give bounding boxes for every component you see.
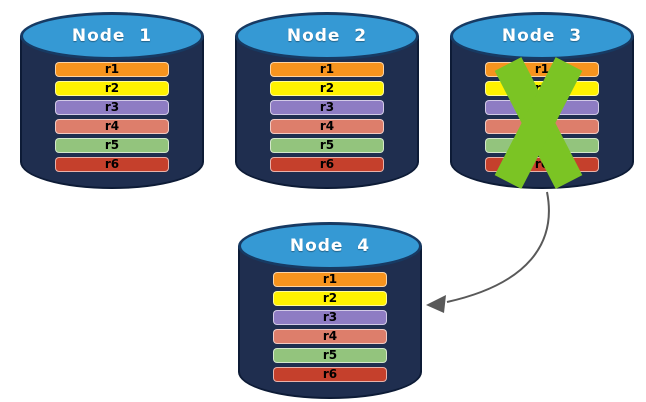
replica-label: r3 [322, 310, 338, 324]
replica-row-r6: r6 [273, 367, 387, 382]
node-title: Node 4 [289, 236, 371, 256]
replica-row-r4: r4 [55, 119, 169, 134]
replica-label: r3 [534, 100, 550, 114]
replica-label: r1 [534, 62, 550, 76]
replica-label: r6 [322, 367, 338, 381]
replica-label: r5 [534, 138, 550, 152]
replica-label: r1 [319, 62, 335, 76]
replica-row-r3: r3 [55, 100, 169, 115]
replica-label: r4 [322, 329, 338, 343]
replica-row-r2: r2 [485, 81, 599, 96]
replica-list: r1 r2 r3 r4 r5 r6 [270, 62, 384, 172]
replica-label: r6 [534, 157, 550, 171]
replica-label: r6 [319, 157, 335, 171]
replica-row-r4: r4 [273, 329, 387, 344]
replica-label: r4 [104, 119, 120, 133]
replica-label: r5 [319, 138, 335, 152]
db-node-3-failed: Node 3 r1 r2 r3 r4 r5 r6 [450, 12, 634, 189]
replica-row-r3: r3 [270, 100, 384, 115]
node-title: Node 2 [286, 26, 368, 46]
replica-row-r3: r3 [273, 310, 387, 325]
replica-label: r4 [534, 119, 550, 133]
cylinder-top: Node 4 [238, 222, 422, 270]
replica-row-r5: r5 [270, 138, 384, 153]
replica-label: r2 [319, 81, 335, 95]
replica-row-r2: r2 [273, 291, 387, 306]
replica-row-r4: r4 [485, 119, 599, 134]
replica-row-r5: r5 [485, 138, 599, 153]
replica-label: r1 [322, 272, 338, 286]
db-node-4: Node 4 r1 r2 r3 r4 r5 r6 [238, 222, 422, 399]
replica-row-r6: r6 [485, 157, 599, 172]
replica-row-r1: r1 [270, 62, 384, 77]
db-node-1: Node 1 r1 r2 r3 r4 r5 r6 [20, 12, 204, 189]
replica-label: r2 [534, 81, 550, 95]
replica-label: r1 [104, 62, 120, 76]
replica-label: r5 [104, 138, 120, 152]
node-title: Node 3 [501, 26, 583, 46]
replica-row-r2: r2 [55, 81, 169, 96]
cylinder-top: Node 1 [20, 12, 204, 60]
replica-label: r3 [104, 100, 120, 114]
replica-row-r6: r6 [270, 157, 384, 172]
replica-row-r1: r1 [55, 62, 169, 77]
replica-list: r1 r2 r3 r4 r5 r6 [485, 62, 599, 172]
db-node-2: Node 2 r1 r2 r3 r4 r5 r6 [235, 12, 419, 189]
replica-label: r3 [319, 100, 335, 114]
cylinder-top: Node 2 [235, 12, 419, 60]
replica-list: r1 r2 r3 r4 r5 r6 [55, 62, 169, 172]
replica-label: r4 [319, 119, 335, 133]
replica-row-r1: r1 [273, 272, 387, 287]
replica-row-r6: r6 [55, 157, 169, 172]
replica-row-r1: r1 [485, 62, 599, 77]
replica-row-r4: r4 [270, 119, 384, 134]
replica-label: r2 [104, 81, 120, 95]
cylinder-top: Node 3 [450, 12, 634, 60]
node-title: Node 1 [71, 26, 153, 46]
replica-label: r6 [104, 157, 120, 171]
replica-label: r5 [322, 348, 338, 362]
replica-list: r1 r2 r3 r4 r5 r6 [273, 272, 387, 382]
replica-row-r5: r5 [55, 138, 169, 153]
replica-row-r5: r5 [273, 348, 387, 363]
replica-label: r2 [322, 291, 338, 305]
replica-row-r3: r3 [485, 100, 599, 115]
replica-row-r2: r2 [270, 81, 384, 96]
